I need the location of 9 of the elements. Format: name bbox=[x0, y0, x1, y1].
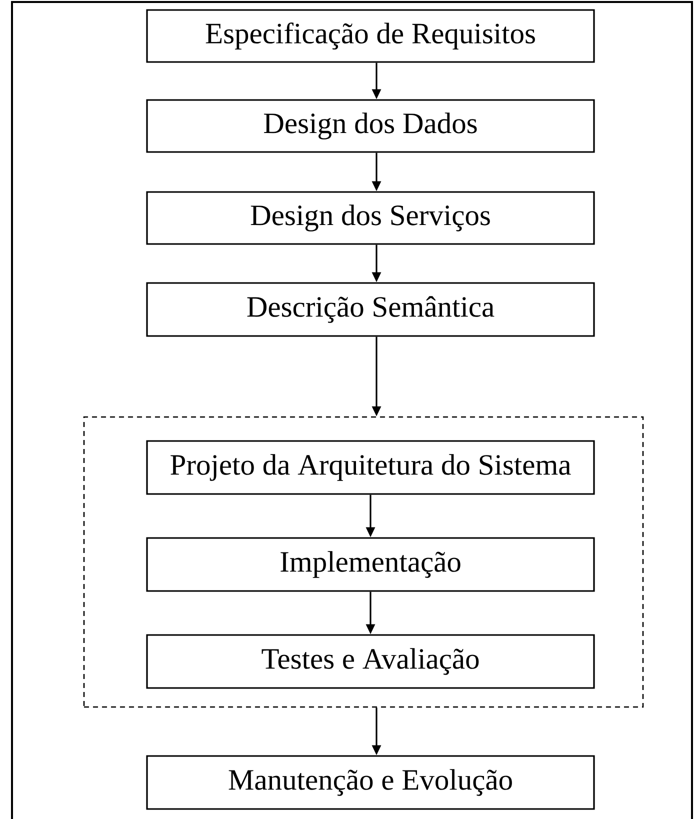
process-box: Design dos Serviços bbox=[146, 191, 595, 245]
process-box: Testes e Avaliação bbox=[146, 634, 595, 689]
process-box: Projeto da Arquitetura do Sistema bbox=[146, 440, 595, 495]
process-box: Descrição Semântica bbox=[146, 282, 595, 337]
process-box: Design dos Dados bbox=[146, 99, 595, 153]
dashed-group-box bbox=[83, 416, 644, 708]
process-box: Especificação de Requisitos bbox=[146, 9, 595, 63]
process-box: Implementação bbox=[146, 537, 595, 592]
process-box: Manutenção e Evolução bbox=[146, 755, 595, 810]
